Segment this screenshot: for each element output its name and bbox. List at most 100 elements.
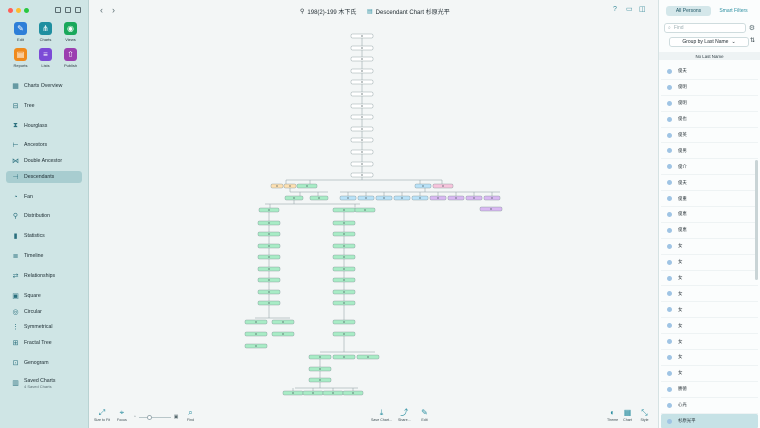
person-row[interactable]: 女 — [661, 239, 758, 255]
nav-item-distribution[interactable]: ⚲Distribution — [6, 210, 82, 222]
sort-icon[interactable]: ⇅ — [749, 38, 755, 44]
person-row[interactable]: 俊夫 — [661, 64, 758, 80]
saved-charts-icon: ▥ — [12, 380, 19, 387]
zoom-window-button[interactable] — [24, 8, 29, 13]
nav-item-fan[interactable]: ◔Fan — [6, 191, 82, 203]
person-row[interactable]: 俊夫 — [661, 175, 758, 192]
node-marker — [268, 302, 270, 304]
group-by-select[interactable]: Group by Last Name ⌄ — [669, 37, 749, 47]
tile-charts-button[interactable]: ⋔Charts — [33, 22, 58, 42]
person-row[interactable]: 女 — [661, 350, 758, 366]
find-input[interactable]: ⌕ Find — [664, 23, 746, 33]
nav-item-timeline[interactable]: ≣Timeline — [6, 250, 82, 262]
person-row[interactable]: 俊也 — [661, 112, 758, 128]
nav-item-tree[interactable]: ⊟Tree — [6, 100, 82, 112]
search-icon[interactable] — [75, 7, 81, 13]
nav-item-descendants[interactable]: ⊣Descendants — [6, 171, 82, 183]
link-icon[interactable] — [55, 7, 61, 13]
person-row[interactable]: 杉原光平 — [661, 413, 758, 428]
help-icon[interactable]: ? — [613, 6, 617, 13]
edit-chart-icon: ✎ — [421, 408, 428, 417]
tile-views-button[interactable]: ◉Views — [58, 22, 83, 42]
tool-label: Save Chart... — [371, 418, 392, 422]
person-row[interactable]: 心光 — [661, 398, 758, 414]
person-row[interactable]: 女 — [661, 366, 758, 382]
node-marker — [343, 256, 345, 258]
node-marker — [361, 128, 363, 130]
close-window-button[interactable] — [8, 8, 13, 13]
nav-item-double-ancestor[interactable]: ⋈Double Ancestor — [6, 155, 82, 167]
person-row[interactable]: 俊明 — [661, 96, 758, 112]
tile-edit-button[interactable]: ✎Edit — [8, 22, 33, 42]
nav-item-genogram[interactable]: ⊡Genogram — [6, 357, 82, 369]
person-row[interactable]: 女 — [661, 302, 758, 319]
forward-arrow-icon[interactable]: › — [112, 5, 115, 15]
style-button[interactable]: ⤡Style — [640, 409, 649, 423]
nav-item-symmetrical[interactable]: ⋮Symmetrical — [6, 321, 82, 333]
person-row[interactable]: 俊明 — [661, 80, 758, 96]
node-marker — [282, 321, 284, 323]
zoom-slider-knob[interactable] — [146, 414, 152, 420]
person-title[interactable]: ⚲ 198(2)-199 木下氏 — [300, 7, 356, 16]
size-to-fit-button[interactable]: ⤢Size to Fit — [94, 409, 110, 423]
edit-chart-button[interactable]: ✎Edit — [420, 408, 429, 423]
person-row[interactable]: 女 — [661, 318, 758, 335]
person-row[interactable]: 女 — [661, 286, 758, 303]
person-row[interactable]: 女 — [661, 255, 758, 271]
nav-item-charts-overview[interactable]: ▦Charts Overview — [6, 80, 82, 92]
descendant-chart[interactable] — [90, 22, 658, 406]
nav-item-hourglass[interactable]: ⧗Hourglass — [6, 120, 82, 132]
nav-item-ancestors[interactable]: ⊢Ancestors — [6, 139, 82, 151]
panel-toggle-icon[interactable]: ◫ — [639, 6, 646, 13]
person-row[interactable]: 勝徳 — [661, 382, 758, 398]
nav-label: Descendants — [24, 174, 55, 180]
tile-lists-button[interactable]: ≡Lists — [33, 48, 58, 68]
zoom-control[interactable]: ▫ ▣ — [134, 414, 179, 420]
tile-publish-button[interactable]: ⇧Publish — [58, 48, 83, 68]
nav-item-square[interactable]: ▣Square — [6, 290, 82, 302]
minimize-window-button[interactable] — [16, 8, 21, 13]
person-row[interactable]: 俊男 — [661, 143, 758, 160]
person-row[interactable]: 女 — [661, 334, 758, 351]
zoom-in-icon[interactable]: ▣ — [173, 414, 179, 420]
node-marker — [361, 116, 363, 118]
folder-icon[interactable]: ▭ — [626, 6, 633, 13]
zoom-slider[interactable] — [138, 414, 171, 420]
window-controls — [8, 8, 29, 13]
person-row[interactable]: 俊重 — [661, 191, 758, 208]
nav-text: Timeline — [24, 253, 43, 259]
tab-smart-filters[interactable]: Smart Filters — [719, 8, 748, 14]
nav-item-relationships[interactable]: ⇄Relationships — [6, 270, 82, 282]
zoom-out-icon[interactable]: ▫ — [134, 414, 136, 420]
node-marker — [361, 163, 363, 165]
tab-all-persons[interactable]: All Persons — [666, 6, 711, 16]
person-row[interactable]: 女 — [661, 271, 758, 287]
share-button[interactable]: ⤴Share... — [398, 409, 411, 423]
person-row[interactable]: 俊介 — [661, 159, 758, 176]
save-chart-button[interactable]: ⤓Save Chart... — [371, 409, 392, 423]
persons-scrollbar[interactable] — [755, 160, 758, 280]
reports-icon: ▤ — [14, 48, 27, 61]
theme-button[interactable]: ◐Theme — [607, 409, 618, 423]
back-arrow-icon[interactable]: ‹ — [100, 5, 103, 15]
find-button[interactable]: ⌕Find — [186, 409, 195, 423]
person-row[interactable]: 俊恵 — [661, 207, 758, 223]
nav-item-fractal-tree[interactable]: ⊞Fractal Tree — [6, 337, 82, 349]
person-row[interactable]: 俊恵 — [661, 223, 758, 239]
gear-icon[interactable]: ⚙ — [748, 25, 755, 32]
node-marker — [367, 356, 369, 358]
node-marker — [312, 392, 314, 394]
nav-label: Circular — [24, 309, 42, 315]
chart-canvas[interactable] — [90, 22, 658, 406]
nav-item-circular[interactable]: ◎Circular — [6, 306, 82, 318]
chart-settings-button[interactable]: ▦Chart — [623, 409, 632, 423]
focus-button[interactable]: ⌖Focus — [117, 409, 127, 423]
node-marker — [365, 197, 367, 199]
person-avatar-icon — [667, 68, 672, 74]
nav-text: Descendants — [24, 174, 54, 180]
tile-reports-button[interactable]: ▤Reports — [8, 48, 33, 68]
person-row[interactable]: 俊英 — [661, 128, 758, 144]
bookmark-icon[interactable] — [65, 7, 71, 13]
nav-item-statistics[interactable]: ▮Statistics — [6, 230, 82, 242]
